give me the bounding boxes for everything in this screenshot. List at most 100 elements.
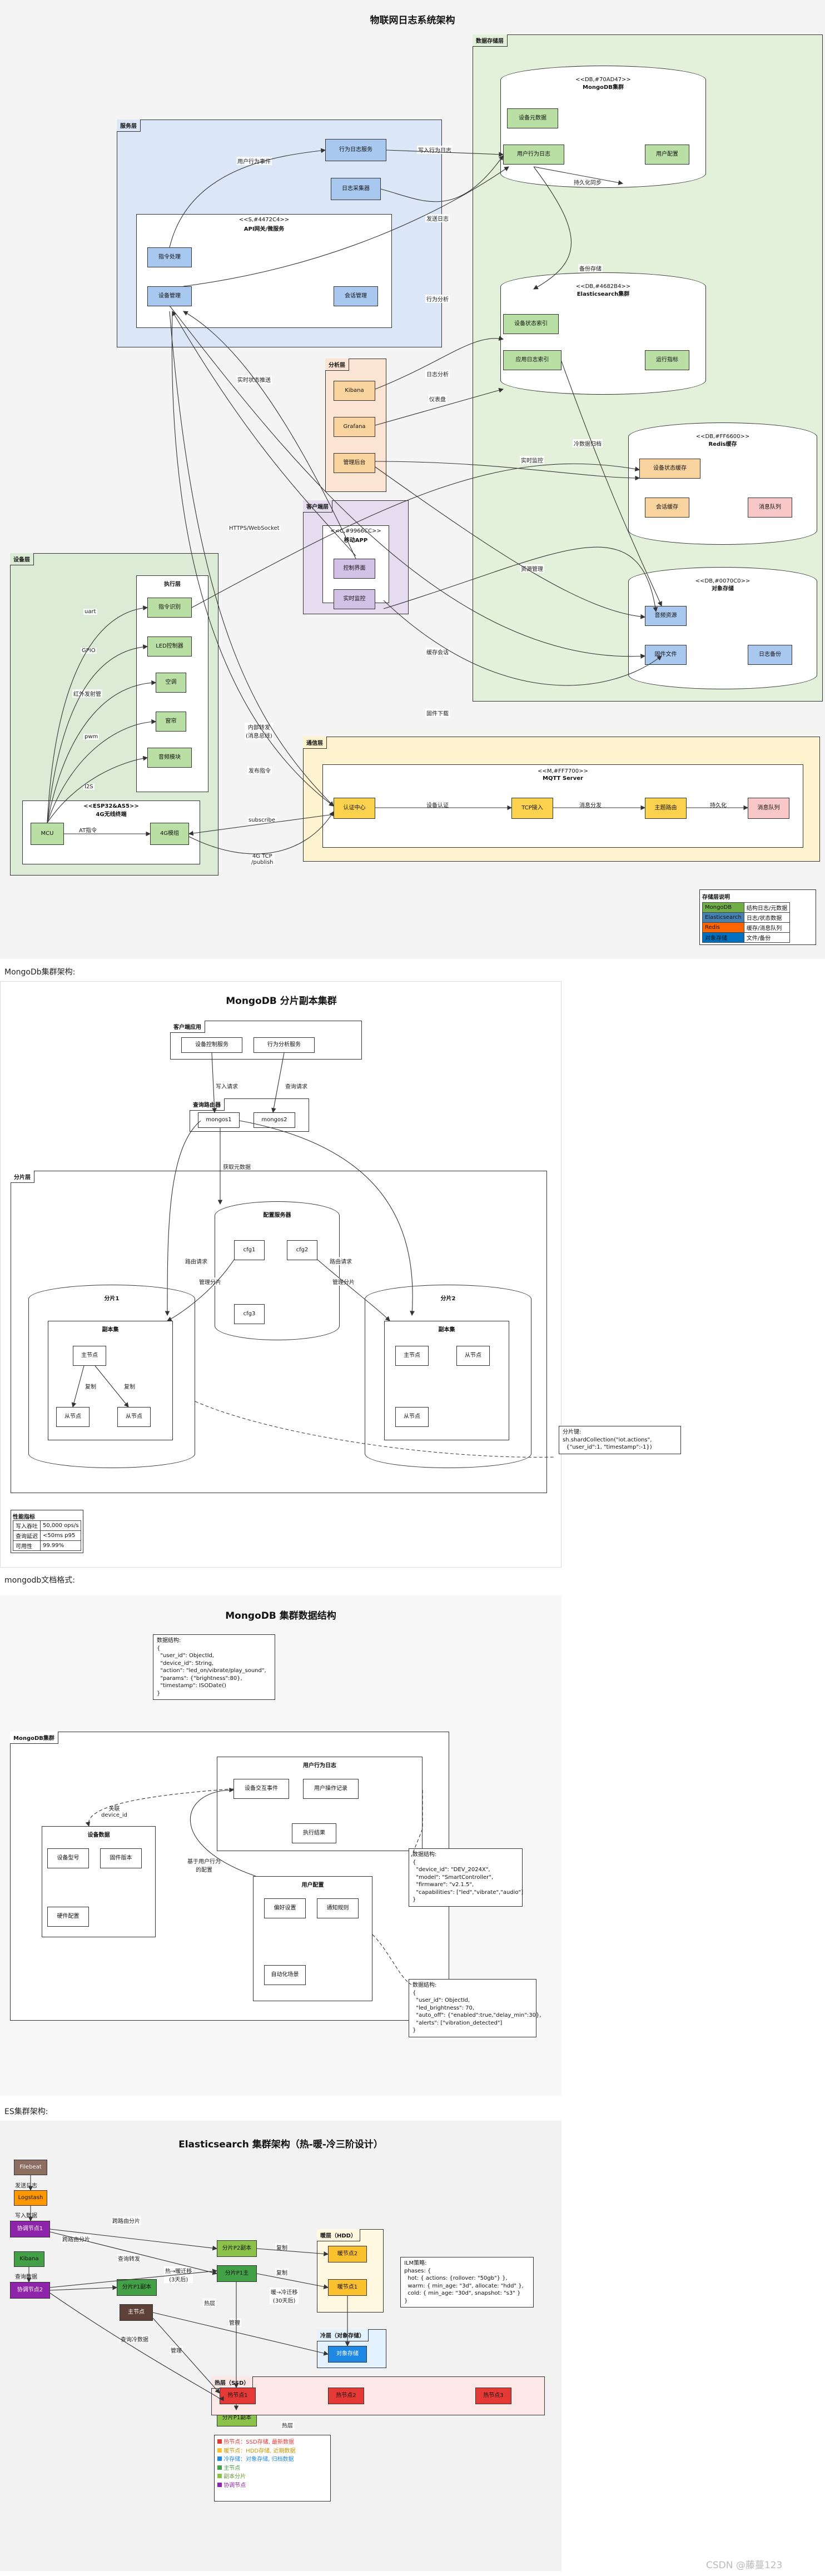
edge-status-push: 实时状态推送 [236, 375, 272, 384]
caption-es-cluster: ES集群架构: [4, 2107, 48, 2116]
shard-p2-replica: 分片P2副本 [217, 2240, 257, 2257]
diagram-title: 物联网日志系统架构 [370, 15, 455, 26]
edge-fetch-metadata: 获取元数据 [222, 1162, 252, 1171]
oss-audio-resources: 音频资源 [645, 606, 687, 626]
api-gateway: <<S,#4472C4>> API网关/微服务 [136, 214, 392, 328]
edge-route-request-2: 路由请求 [329, 1257, 353, 1265]
cfg3-node: cfg3 [234, 1304, 265, 1324]
perf-key: 可用性 [13, 1540, 41, 1551]
legend-key: Redis [702, 922, 744, 933]
automation-scenes: 自动化场景 [264, 1965, 306, 1985]
mongo-device-meta: 设备元数据 [507, 108, 558, 128]
db-name: MongoDB集群 [583, 84, 624, 91]
group-title: 用户行为日志 [303, 1763, 336, 1769]
mongos2-node: mongos2 [254, 1112, 295, 1128]
replicate-label: 复制 [123, 1382, 136, 1390]
shard-p1-primary: 分片P1副本 [117, 2279, 157, 2296]
edge-send-log: 发送日志 [15, 2183, 37, 2189]
redis-message-queue: 消息队列 [748, 498, 792, 518]
legend-key: Elasticsearch [702, 912, 744, 923]
edge-manage-shard-2: 管理分片 [331, 1277, 356, 1286]
device-struct-note: 数据结构: { "device_id": "DEV_2024X", "model… [409, 1848, 523, 1907]
redis-device-status-cache: 设备状态缓存 [639, 459, 700, 479]
perf-val: <50ms p95 [39, 1530, 82, 1541]
cold-object-storage: 对象存储 [328, 2346, 367, 2363]
device-management: 设备管理 [147, 286, 192, 306]
legend-hot: 热节点：SSD存储, 最新数据 [223, 2439, 294, 2445]
mongo-user-config: 用户配置 [645, 145, 689, 165]
shard2-title: 分片2 [440, 1296, 456, 1302]
edge-query-data: 查询数据 [15, 2274, 37, 2280]
hot-node-2: 热节点2 [328, 2388, 364, 2404]
redis-cache-db: <<DB,#FF6600>>Redis缓存 [628, 422, 817, 545]
legend-desc: 文件/备份 [743, 932, 791, 943]
stereotype: <<DB,#0070C0>> [695, 578, 751, 584]
api-gateway-name: API网关/微服务 [243, 226, 285, 232]
shard1-secondary-a: 从节点 [56, 1407, 90, 1427]
diagram-title: Elasticsearch 集群架构（热-暖-冷三阶设计） [178, 2139, 383, 2150]
legend-key: MongoDB [702, 902, 744, 913]
diagram-mongodb-structure: MongoDB 集群数据结构 数据结构: { "user_id": Object… [0, 1595, 561, 2096]
coordinator-node-1: 协调节点1 [10, 2221, 50, 2237]
zone-label: 分片层 [11, 1171, 34, 1183]
zone-warm: 暖层（HDD） [317, 2229, 384, 2313]
edge-route-request-1: 路由请求 [184, 1257, 208, 1265]
legend-row: 主节点 [217, 2464, 327, 2473]
zone-label: 数据存储层 [473, 34, 508, 47]
app-realtime-monitor: 实时监控 [334, 589, 375, 609]
diagram-mongodb-sharded: MongoDB 分片副本集群 客户端应用 设备控制服务 行为分析服务 查询路由器… [0, 981, 561, 1568]
legend-key: 对象存储 [702, 932, 744, 943]
oss-firmware-files: 固件文件 [645, 645, 687, 665]
es-device-status-index: 设备状态索引 [503, 314, 559, 334]
legend-master: 主节点 [223, 2465, 241, 2471]
edge-publish-cmd: 发布指令 [247, 766, 272, 774]
at-command-label: AT指令 [78, 825, 98, 834]
4g-module-node: 4G模组 [150, 823, 189, 845]
logstash-node: Logstash [14, 2190, 47, 2206]
edge-resource-mgmt: 资源管理 [520, 564, 544, 573]
legend-row: 副本分片 [217, 2473, 327, 2481]
hot-node-3: 热节点3 [475, 2388, 511, 2404]
exec-command-recognition: 指令识别 [147, 598, 192, 618]
edge-cross-route-2: 跨路由分片 [61, 2235, 91, 2243]
app-name: 移动APP [344, 538, 368, 544]
shard2-primary: 主节点 [395, 1346, 429, 1366]
hardware-config: 硬件配置 [47, 1907, 89, 1927]
app-control-ui: 控制界面 [334, 559, 375, 579]
edge-replicate-1: 复制 [275, 2243, 289, 2251]
grafana-node: Grafana [334, 417, 375, 437]
legend-desc: 日志/状态数据 [743, 912, 791, 923]
zone-label: 暖层（HDD） [317, 2229, 360, 2241]
legend-replica: 副本分片 [223, 2474, 246, 2480]
kibana-node: Kibana [334, 381, 375, 401]
stereotype: <<DB,#4682B4>> [575, 284, 631, 290]
zone-label: 服务层 [117, 120, 141, 132]
tier-legend: 热节点：SSD存储, 最新数据 暖节点：HDD存储, 近期数据 冷存储：对象存储… [214, 2435, 331, 2502]
group-title: 用户配置 [301, 1882, 324, 1888]
replica-title: 副本集 [438, 1327, 455, 1333]
exec-led-controller: LED控制器 [147, 636, 192, 657]
config-server-db: 配置服务器 [215, 1201, 340, 1340]
edge-write-data: 写入数据 [15, 2213, 37, 2219]
mqtt-message-queue: 消息队列 [748, 798, 789, 819]
edge-manage-1: 管理 [228, 2318, 241, 2326]
flow-label-dispatch: 消息分发 [578, 800, 603, 809]
mqtt-auth-center: 认证中心 [334, 798, 375, 819]
flow-label-persist: 持久化 [709, 800, 728, 809]
legend-row: 暖节点：HDD存储, 近期数据 [217, 2447, 327, 2456]
filebeat-node: Filebeat [14, 2160, 47, 2175]
legend-desc: 缓存/消息队列 [743, 922, 791, 933]
action-struct-note: 数据结构: { "user_id": ObjectId, "device_id"… [153, 1634, 275, 1700]
edges-d4 [26, 2175, 350, 2411]
device-model: 设备型号 [47, 1848, 89, 1868]
api-gateway-stereotype: <<S,#4472C4>> [238, 217, 290, 223]
edge-link-device-id: 关联 device_id [100, 1804, 128, 1818]
zone-label: 设备层 [10, 553, 34, 565]
shard-p1-primary-center: 分片P1主 [217, 2265, 257, 2282]
session-management: 会话管理 [334, 286, 378, 306]
edge-hot-warm: 热→暖迁移 (3天后) [164, 2266, 193, 2283]
replicate-label: 复制 [84, 1382, 97, 1390]
